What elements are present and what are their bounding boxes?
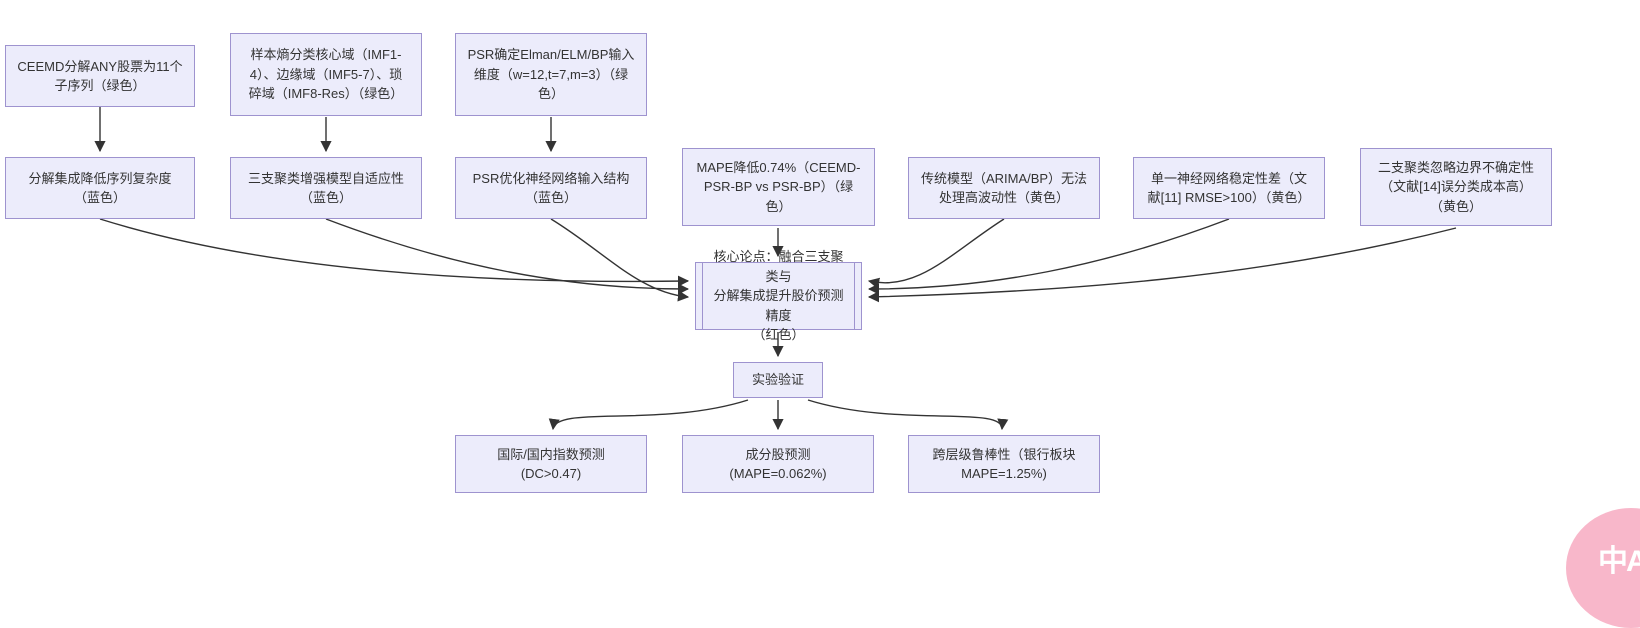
node-mape-reduction[interactable]: MAPE降低0.74%（CEEMD- PSR-BP vs PSR-BP）（绿 色…: [682, 148, 875, 226]
node-ceemd-decompose[interactable]: CEEMD分解ANY股票为11个 子序列（绿色）: [5, 45, 195, 107]
edge-m6-core: [867, 218, 1230, 295]
edge-exp-b1: [548, 399, 749, 431]
translate-badge-label: 中A: [1598, 545, 1640, 578]
edge-exp-b3: [807, 399, 1009, 431]
edge-m1-core: [99, 218, 690, 287]
node-experiment-validation[interactable]: 实验验证: [733, 362, 823, 398]
edge-m5-core: [867, 218, 1005, 289]
translate-plugin-badge[interactable]: 中A: [1566, 508, 1640, 628]
node-sample-entropy-domains[interactable]: 样本熵分类核心域（IMF1- 4）、边缘域（IMF5-7）、琐 碎域（IMF8-…: [230, 33, 422, 116]
node-constituent-stock-result[interactable]: 成分股预测 (MAPE=0.062%): [682, 435, 874, 493]
edge-m2-core: [325, 218, 690, 295]
node-two-way-clustering-limitation[interactable]: 二支聚类忽略边界不确定性 （文献[14]误分类成本高） （黄色）: [1360, 148, 1552, 226]
node-psr-input-dimension[interactable]: PSR确定Elman/ELM/BP输入 维度（w=12,t=7,m=3）（绿 色…: [455, 33, 647, 116]
node-psr-optimized-input[interactable]: PSR优化神经网络输入结构 （蓝色）: [455, 157, 647, 219]
node-index-prediction-result[interactable]: 国际/国内指数预测 (DC>0.47): [455, 435, 647, 493]
node-three-way-clustering-adaptivity[interactable]: 三支聚类增强模型自适应性 （蓝色）: [230, 157, 422, 219]
flowchart-canvas: CEEMD分解ANY股票为11个 子序列（绿色） 样本熵分类核心域（IMF1- …: [5, 33, 1640, 628]
node-cross-level-robustness-result[interactable]: 跨层级鲁棒性（银行板块 MAPE=1.25%): [908, 435, 1100, 493]
node-single-network-instability[interactable]: 单一神经网络稳定性差（文 献[11] RMSE>100）（黄色）: [1133, 157, 1325, 219]
edge-m3-core: [550, 218, 690, 302]
node-core-thesis[interactable]: 核心论点：融合三支聚类与 分解集成提升股价预测精度 （红色）: [695, 249, 862, 342]
node-traditional-model-limitation[interactable]: 传统模型（ARIMA/BP）无法 处理高波动性（黄色）: [908, 157, 1100, 219]
node-decomposition-complexity[interactable]: 分解集成降低序列复杂度 （蓝色）: [5, 157, 195, 219]
edge-m7-core: [867, 227, 1457, 303]
